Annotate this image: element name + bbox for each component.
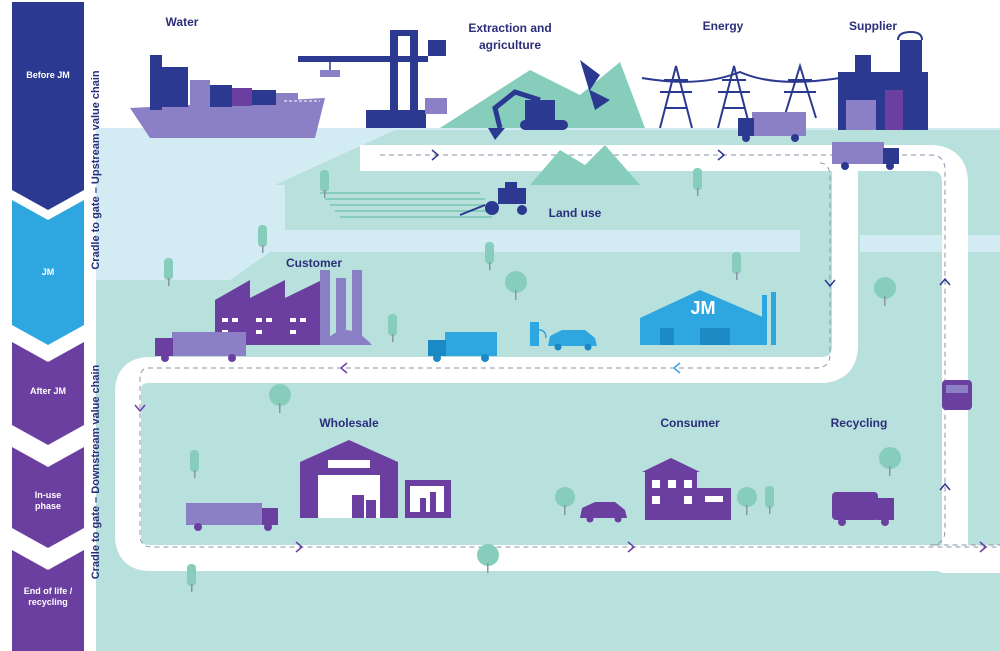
car-icon (580, 502, 627, 523)
field-stripes (320, 192, 492, 218)
truck-icon (405, 480, 451, 518)
label-land-use: Land use (548, 206, 602, 220)
direction-chevrons (134, 149, 988, 553)
garbage-truck-icon (832, 492, 894, 526)
stage-label-before-jm: Before JM (26, 70, 70, 80)
customer-factory-icon (215, 270, 372, 345)
label-wholesale: Wholesale (319, 416, 379, 430)
truck-icon (155, 332, 246, 362)
excavator-icon (488, 89, 568, 140)
stage-label-end-of-life: End of life / recycling (23, 586, 73, 607)
stage-chevron-end-of-life (12, 550, 84, 651)
truck-icon (738, 112, 806, 142)
ev-charger-icon (530, 322, 547, 346)
stage-chevron-column (12, 2, 84, 651)
dashed-path-main (139, 162, 1000, 548)
label-consumer: Consumer (660, 416, 720, 430)
stage-chevron-in-use (12, 447, 84, 548)
warehouse-icon (300, 440, 398, 518)
land-use-area (285, 185, 800, 230)
label-water: Water (165, 15, 199, 29)
mountain-icon (440, 62, 645, 128)
label-supplier: Supplier (848, 19, 897, 33)
house-icon (642, 458, 731, 520)
truck-icon (428, 332, 497, 362)
tree-icon (164, 168, 901, 592)
truck-icon (942, 380, 972, 410)
car-icon (548, 330, 597, 351)
downstream-chain-label: Cradle to gate – Downstream value chain (90, 364, 102, 580)
tractor-icon (459, 182, 527, 216)
label-customer: Customer (285, 256, 342, 270)
upstream-chain-label: Cradle to gate – Upstream value chain (90, 70, 102, 270)
stage-chevron-jm (12, 200, 84, 345)
mountain-peak-shadow (580, 60, 610, 110)
port-crane-icon (298, 30, 447, 128)
power-pylon-icon (641, 62, 841, 129)
stage-chevron-before-jm (12, 2, 84, 210)
stage-label-after-jm: After JM (29, 386, 66, 396)
truck-icon (832, 142, 899, 170)
label-energy: Energy (702, 19, 744, 33)
stage-label-in-use: In-use phase (34, 490, 62, 511)
label-extraction: Extraction and agriculture (468, 21, 552, 52)
stage-label-jm: JM (41, 267, 55, 277)
hill-icon (530, 145, 640, 185)
jm-logo: JM (690, 298, 716, 318)
cargo-ship-icon (130, 55, 325, 138)
jm-plant-icon (612, 290, 776, 345)
supplier-factory-icon (838, 30, 928, 130)
truck-icon (186, 503, 278, 531)
stage-chevron-after-jm (12, 342, 84, 445)
label-recycling: Recycling (830, 416, 888, 430)
